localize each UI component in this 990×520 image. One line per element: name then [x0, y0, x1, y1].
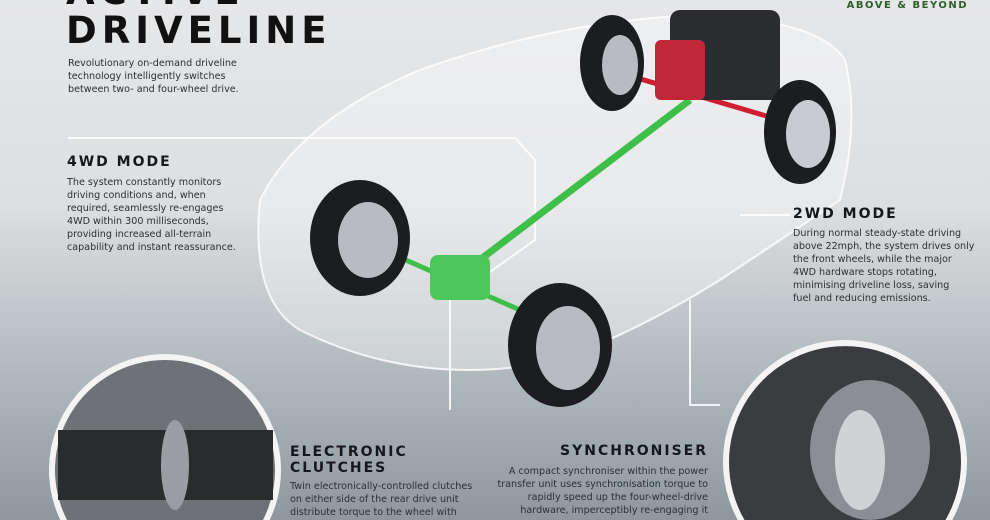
rear-drive-unit	[430, 255, 490, 300]
body-line: hardware, imperceptibly re-engaging it	[520, 505, 708, 516]
clutches-body: Twin electronically-controlled clutches o…	[290, 480, 472, 519]
2wd-mode-body: During normal steady-state driving above …	[793, 227, 974, 305]
body-line: driving conditions and, when	[67, 190, 206, 201]
body-line: distribute torque to the wheel with	[290, 507, 457, 518]
car-body-outline	[257, 13, 853, 371]
transfer-unit	[655, 40, 705, 100]
body-line: rapidly speed up the four-wheel-drive	[527, 492, 708, 503]
wheel-front-left	[580, 15, 644, 111]
clutches-detail-image	[49, 354, 282, 520]
callout-line-4wd	[68, 137, 536, 410]
body-line: The system constantly monitors	[67, 177, 222, 188]
intro-line: between two- and four-wheel drive.	[68, 84, 239, 95]
body-line: transfer unit uses synchronisation torqu…	[497, 479, 708, 490]
body-line: Twin electronically-controlled clutches	[290, 481, 473, 492]
2wd-mode-title: 2WD MODE	[793, 206, 898, 222]
body-line: During normal steady-state driving	[793, 228, 962, 239]
title-line: CLUTCHES	[290, 460, 388, 476]
wheel-front-right	[764, 80, 836, 184]
page-title: DRIVELINE	[66, 9, 332, 52]
body-line: on either side of the rear drive unit	[290, 494, 459, 505]
body-line: providing increased all-terrain	[67, 229, 212, 240]
body-line: capability and instant reassurance.	[67, 242, 236, 253]
synchroniser-title: SYNCHRONISER	[560, 443, 708, 459]
callout-line-2wd	[689, 214, 790, 406]
4wd-mode-body: The system constantly monitors driving co…	[67, 176, 236, 254]
intro-text: Revolutionary on-demand driveline technol…	[68, 57, 239, 96]
body-line: above 22mph, the system drives only	[793, 241, 975, 252]
body-line: fuel and reducing emissions.	[793, 293, 931, 304]
title-line1: ACTIVE	[66, 0, 245, 10]
body-line: A compact synchroniser within the power	[508, 466, 708, 477]
intro-line: Revolutionary on-demand driveline	[68, 58, 237, 69]
intro-line: technology intelligently switches	[68, 71, 226, 82]
driveshaft	[457, 97, 693, 278]
synchroniser-detail-image	[722, 339, 967, 520]
title-line: ELECTRONIC	[290, 444, 408, 460]
body-line: 4WD within 300 milliseconds,	[67, 216, 209, 227]
body-line: required, seamlessly re-engages	[67, 203, 224, 214]
synchroniser-body: A compact synchroniser within the power t…	[497, 465, 708, 517]
4wd-mode-title: 4WD MODE	[67, 154, 172, 170]
body-line: minimising driveline loss, saving	[793, 280, 950, 291]
wheel-rear-right	[508, 283, 612, 407]
body-line: 4WD hardware stops rotating,	[793, 267, 937, 278]
body-line: the front wheels, while the major	[793, 254, 952, 265]
wheel-rear-left	[310, 180, 410, 296]
brand-tagline: ABOVE & BEYOND	[846, 0, 968, 11]
